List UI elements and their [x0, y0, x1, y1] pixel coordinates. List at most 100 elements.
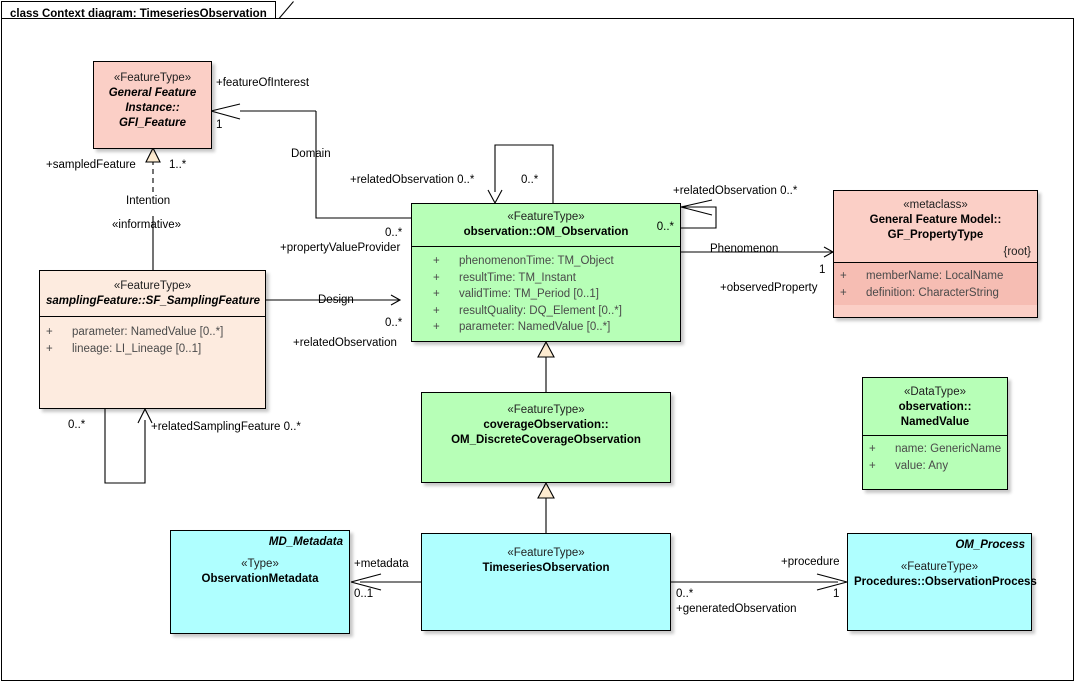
- attr-text: memberName: LocalName: [866, 270, 1004, 282]
- attr-visibility: +: [433, 255, 440, 267]
- class-gfi-feature-stereotype: «FeatureType»: [113, 72, 192, 84]
- attr-text: validTime: TM_Period [0..1]: [459, 288, 599, 300]
- class-observationmetadata-header: MD_Metadata «Type» ObservationMetadata: [171, 531, 349, 592]
- class-om-observation-stereotype: «FeatureType»: [507, 211, 585, 223]
- class-gf-propertytype-stereotype: «metaclass»: [903, 199, 968, 211]
- label-procedure-role: +procedure: [781, 556, 840, 568]
- label-relatedobservation-design-role: +relatedObservation: [293, 337, 397, 349]
- class-gfi-feature-name-1: General Feature: [108, 87, 197, 99]
- attribute-row: + parameter: NamedValue [0..*]: [433, 319, 676, 336]
- class-om-observation-corner-multiplicity: 0..*: [656, 221, 674, 233]
- label-metadata-role: +metadata: [354, 558, 409, 570]
- class-timeseriesobservation[interactable]: «FeatureType» TimeseriesObservation: [421, 533, 671, 631]
- class-sf-samplingfeature-attrs: +parameter: NamedValue [0..*] + lineage: …: [40, 317, 265, 361]
- attribute-row: + phenomenonTime: TM_Object: [433, 253, 676, 270]
- class-om-discretecoverageobservation-name-1: coverageObservation::: [483, 419, 609, 431]
- label-domain: Domain: [291, 148, 331, 160]
- attribute-row: + resultQuality: DQ_Element [0..*]: [433, 303, 676, 320]
- attribute-row: + value: Any: [869, 458, 1003, 475]
- attr-text: lineage: LI_Lineage [0..1]: [72, 342, 202, 355]
- attribute-row: + resultTime: TM_Instant: [433, 270, 676, 287]
- class-om-observation-divider: [412, 246, 680, 247]
- attr-text: resultTime: TM_Instant: [459, 271, 576, 284]
- label-intention-stereotype: «informative»: [112, 219, 182, 231]
- class-gfi-feature-header: «FeatureType» General Feature Instance::…: [94, 62, 211, 136]
- attr-visibility: +: [840, 286, 847, 299]
- diagram-tab: class Context diagram: TimeseriesObserva…: [1, 1, 294, 22]
- attr-visibility: +: [433, 304, 440, 317]
- class-namedvalue-divider: [863, 435, 1007, 436]
- class-om-discretecoverageobservation-name-2: OM_DiscreteCoverageObservation: [451, 434, 641, 446]
- class-sf-samplingfeature-divider: [40, 316, 265, 317]
- class-gf-propertytype[interactable]: «metaclass» General Feature Model:: GF_P…: [833, 190, 1038, 318]
- class-sf-samplingfeature-header: «FeatureType» samplingFeature::SF_Sampli…: [40, 271, 265, 316]
- label-observedproperty-multiplicity: 1: [819, 264, 826, 276]
- class-gf-propertytype-name-2: GF_PropertyType: [887, 229, 984, 241]
- attribute-row: + definition: CharacterString: [840, 285, 1033, 302]
- attr-text: resultQuality: DQ_Element [0..*]: [459, 304, 622, 317]
- attr-text: definition: CharacterString: [866, 286, 999, 299]
- attribute-row: + memberName: LocalName: [840, 268, 1033, 285]
- class-gf-propertytype-divider: [834, 262, 1037, 263]
- class-namedvalue-name-2: NamedValue: [900, 416, 970, 428]
- attr-visibility: +: [433, 321, 440, 333]
- label-relatedobservation-right-role: +relatedObservation 0..*: [673, 185, 798, 197]
- class-observationprocess-header: OM_Process «FeatureType» Procedures::Obs…: [848, 534, 1037, 595]
- class-namedvalue-attrs: +name: GenericName + value: Any: [863, 436, 1007, 478]
- label-relatedobservation-top-multiplicity: 0..*: [521, 174, 539, 186]
- label-featureofinterest-role: +featureOfInterest: [216, 77, 310, 89]
- label-featureofinterest-multiplicity: 1: [216, 119, 223, 131]
- attribute-row: +name: GenericName: [869, 441, 1003, 458]
- class-gf-propertytype-name-1: General Feature Model::: [869, 214, 1002, 226]
- class-sf-samplingfeature-stereotype: «FeatureType»: [113, 280, 192, 292]
- label-propertyvalueprovider-role: +propertyValueProvider: [280, 242, 401, 254]
- class-gfi-feature[interactable]: «FeatureType» General Feature Instance::…: [93, 61, 212, 149]
- label-phenomenon: Phenomenon: [710, 243, 779, 255]
- class-gf-propertytype-header: «metaclass» General Feature Model:: GF_P…: [834, 191, 1037, 262]
- class-om-observation[interactable]: «FeatureType» observation::OM_Observatio…: [411, 203, 681, 342]
- class-sf-samplingfeature[interactable]: «FeatureType» samplingFeature::SF_Sampli…: [39, 270, 266, 409]
- class-observationprocess[interactable]: OM_Process «FeatureType» Procedures::Obs…: [847, 533, 1037, 631]
- attr-text: value: Any: [895, 459, 949, 472]
- class-timeseriesobservation-stereotype: «FeatureType»: [507, 547, 585, 559]
- class-gfi-feature-name-2: Instance::: [125, 102, 180, 114]
- class-timeseriesobservation-name: TimeseriesObservation: [482, 562, 610, 574]
- class-timeseriesobservation-header: «FeatureType» TimeseriesObservation: [422, 534, 670, 581]
- label-design-multiplicity: 0..*: [385, 317, 403, 329]
- class-gf-propertytype-constraint: {root}: [1003, 246, 1032, 258]
- class-namedvalue-name-1: observation::: [898, 401, 972, 413]
- attr-visibility: +: [46, 342, 53, 355]
- class-observationmetadata[interactable]: MD_Metadata «Type» ObservationMetadata: [170, 530, 350, 634]
- class-observationprocess-name: Procedures::ObservationProcess: [854, 576, 1037, 588]
- label-relatedsamplingfeature-role: +relatedSamplingFeature 0..*: [151, 421, 301, 433]
- class-observationprocess-stereotype: «FeatureType»: [900, 561, 979, 573]
- class-gf-propertytype-attrs: + memberName: LocalName + definition: Char…: [834, 263, 1037, 305]
- class-observationmetadata-stereotype: «Type»: [241, 558, 279, 570]
- class-namedvalue-stereotype: «DataType»: [903, 386, 966, 398]
- class-observationmetadata-tag: MD_Metadata: [268, 536, 343, 548]
- attr-visibility: +: [433, 271, 440, 284]
- class-om-observation-name: observation::OM_Observation: [463, 226, 629, 238]
- label-sampledfeature-role: +sampledFeature: [46, 159, 136, 171]
- attr-text: parameter: NamedValue [0..*]: [459, 321, 611, 333]
- attr-visibility: +: [433, 288, 440, 300]
- attr-visibility: +: [869, 459, 876, 472]
- class-namedvalue[interactable]: «DataType» observation:: NamedValue +nam…: [862, 377, 1008, 490]
- attr-visibility: +: [46, 326, 53, 338]
- attr-visibility: +: [840, 270, 847, 282]
- attribute-row: +parameter: NamedValue [0..*]: [46, 324, 261, 341]
- label-sampledfeature-multiplicity: 1..*: [169, 159, 187, 171]
- label-generatedobservation-multiplicity: 0..*: [676, 588, 694, 600]
- attribute-row: + validTime: TM_Period [0..1]: [433, 286, 676, 303]
- attr-visibility: +: [869, 443, 876, 455]
- attr-text: phenomenonTime: TM_Object: [459, 255, 614, 267]
- label-relatedsamplingfeature-multiplicity: 0..*: [68, 419, 86, 431]
- class-om-observation-attrs: + phenomenonTime: TM_Object + resultTime: …: [412, 247, 680, 340]
- class-om-discretecoverageobservation[interactable]: «FeatureType» coverageObservation:: OM_D…: [421, 392, 671, 483]
- diagram-tab-body: class Context diagram: TimeseriesObserva…: [1, 1, 276, 21]
- label-generatedobservation-role: +generatedObservation: [676, 603, 797, 615]
- label-propertyvalueprovider-multiplicity: 0..*: [385, 227, 403, 239]
- label-relatedobservation-top-role: +relatedObservation 0..*: [350, 174, 475, 186]
- label-design: Design: [318, 294, 354, 306]
